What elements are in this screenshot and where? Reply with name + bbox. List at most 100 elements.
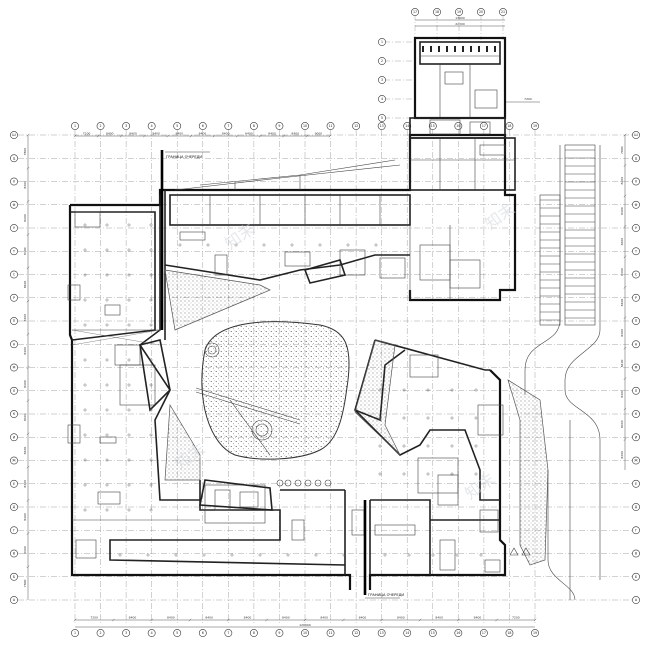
axis-bubble — [10, 363, 18, 372]
axis-bubble-label: 15 — [431, 124, 435, 128]
dim-tick — [623, 407, 627, 411]
axis-bubble-label: 10 — [303, 124, 307, 128]
axis-bubble — [632, 479, 640, 488]
axis-bubble-label: 9 — [278, 124, 280, 128]
dim-tick — [380, 618, 384, 622]
axis-bubble-label: С — [635, 273, 638, 277]
dim-text-top: 8400 — [106, 132, 114, 136]
axis-bubble-label: У — [635, 226, 637, 230]
axis-bubble — [632, 549, 640, 558]
dim-tick — [212, 134, 216, 138]
axis-bubble — [301, 122, 309, 130]
axis-bubble — [198, 122, 207, 130]
dim-tick — [265, 618, 269, 622]
axis-bubble — [122, 122, 131, 130]
axis-bubble-label: 5 — [381, 116, 383, 120]
axis-bubble — [632, 340, 640, 349]
axis-bubble-label: 12 — [354, 124, 358, 128]
dim-tick — [119, 134, 123, 138]
axis-bubble — [10, 131, 18, 139]
dim-tick — [188, 618, 192, 622]
dim-text-right: 8400 — [620, 390, 624, 398]
axis-bubble — [71, 122, 79, 130]
axis-bubble-label: 12 — [354, 631, 358, 635]
axis-bubble — [10, 549, 18, 558]
axis-bubble-label: Ц — [13, 156, 16, 160]
axis-bubble — [479, 122, 488, 130]
axis-bubble — [10, 503, 18, 511]
landscape-area-2 — [164, 403, 201, 481]
dim-text-right: 8400 — [620, 238, 624, 246]
axis-bubble-label: 6 — [202, 124, 204, 128]
axis-bubble — [632, 526, 640, 535]
dim-tick — [189, 134, 193, 138]
courtyard-lawn — [201, 321, 350, 460]
axis-bubble-label: Е — [635, 482, 637, 486]
dim-text-right: 7800 — [620, 146, 624, 154]
axis-bubble-label: 4 — [381, 97, 383, 101]
axis-bubble — [505, 629, 514, 637]
dim-text-bottom: 8400 — [282, 616, 290, 620]
axis-bubble — [301, 629, 309, 637]
dim-text-right: 8400 — [620, 360, 624, 368]
dim-tick — [328, 134, 332, 138]
axis-bubble — [632, 503, 640, 511]
axis-bubble-label: В — [635, 552, 637, 556]
axis-bubble — [632, 270, 640, 279]
axis-bubble-label: 16 — [456, 631, 460, 635]
axis-bubble-label: 1 — [381, 40, 383, 44]
axis-bubble-label: 4 — [151, 631, 153, 635]
axis-bubble-label: Ф — [635, 203, 638, 207]
axis-bubble-label: 9 — [278, 631, 280, 635]
axis-bubble — [275, 629, 284, 637]
axis-bubble — [198, 629, 207, 637]
dim-text-left: 8400 — [23, 380, 27, 388]
axis-bubble — [10, 200, 18, 209]
dim-tick — [623, 194, 627, 198]
dim-text-bottom: 8400 — [244, 616, 252, 620]
dim-tick — [259, 134, 262, 138]
axis-bubble-label: 8 — [253, 124, 255, 128]
dim-text-bottom: 8400 — [129, 616, 137, 620]
axis-bubble-label: 16 — [456, 124, 460, 128]
dim-text-left: 7800 — [23, 148, 27, 156]
dim-text-left: 8400 — [23, 214, 27, 222]
dim-text-right: 8400 — [620, 451, 624, 459]
axis-bubble-label: Б — [635, 575, 637, 579]
dim-tick — [26, 166, 30, 170]
axis-bubble-label: А — [635, 598, 638, 602]
axis-bubble-label: 3 — [381, 78, 383, 82]
axis-bubble — [10, 247, 18, 256]
dim-tick — [26, 498, 30, 502]
axis-bubble — [249, 629, 258, 637]
axis-bubble — [632, 317, 640, 325]
axis-bubble — [428, 629, 437, 637]
axis-bubble-label: Ц — [635, 156, 638, 160]
dim-tick — [26, 299, 30, 303]
axis-bubble-label: 18 — [435, 10, 439, 14]
axis-bubble-label: 7 — [227, 631, 229, 635]
axis-bubble — [632, 410, 640, 418]
axis-bubble-label: Л — [13, 389, 16, 393]
axis-bubble-label: Р — [635, 296, 637, 300]
axis-bubble-label: 11 — [329, 124, 333, 128]
dim-tick — [26, 399, 30, 403]
axis-bubble-label: Л — [635, 389, 638, 393]
dim-tick — [26, 565, 30, 569]
axis-bubble — [378, 38, 386, 46]
axis-bubble — [10, 410, 18, 418]
dim-text-top: 8400 — [199, 132, 207, 136]
dim-tick — [305, 134, 309, 138]
dim-text-right: 8400 — [620, 207, 624, 215]
dim-text: 22300 — [455, 22, 465, 26]
axis-bubble-label: 14 — [405, 631, 409, 635]
dim-tick — [533, 618, 537, 622]
axis-bubble — [632, 596, 640, 604]
dim-text-top: 8400 — [291, 132, 299, 136]
axis-bubble-label: П — [13, 319, 16, 323]
dim-tick — [111, 618, 115, 622]
axis-bubble — [632, 363, 640, 372]
dim-text: 7200 — [524, 97, 532, 101]
axis-bubble-label: 15 — [431, 631, 435, 635]
